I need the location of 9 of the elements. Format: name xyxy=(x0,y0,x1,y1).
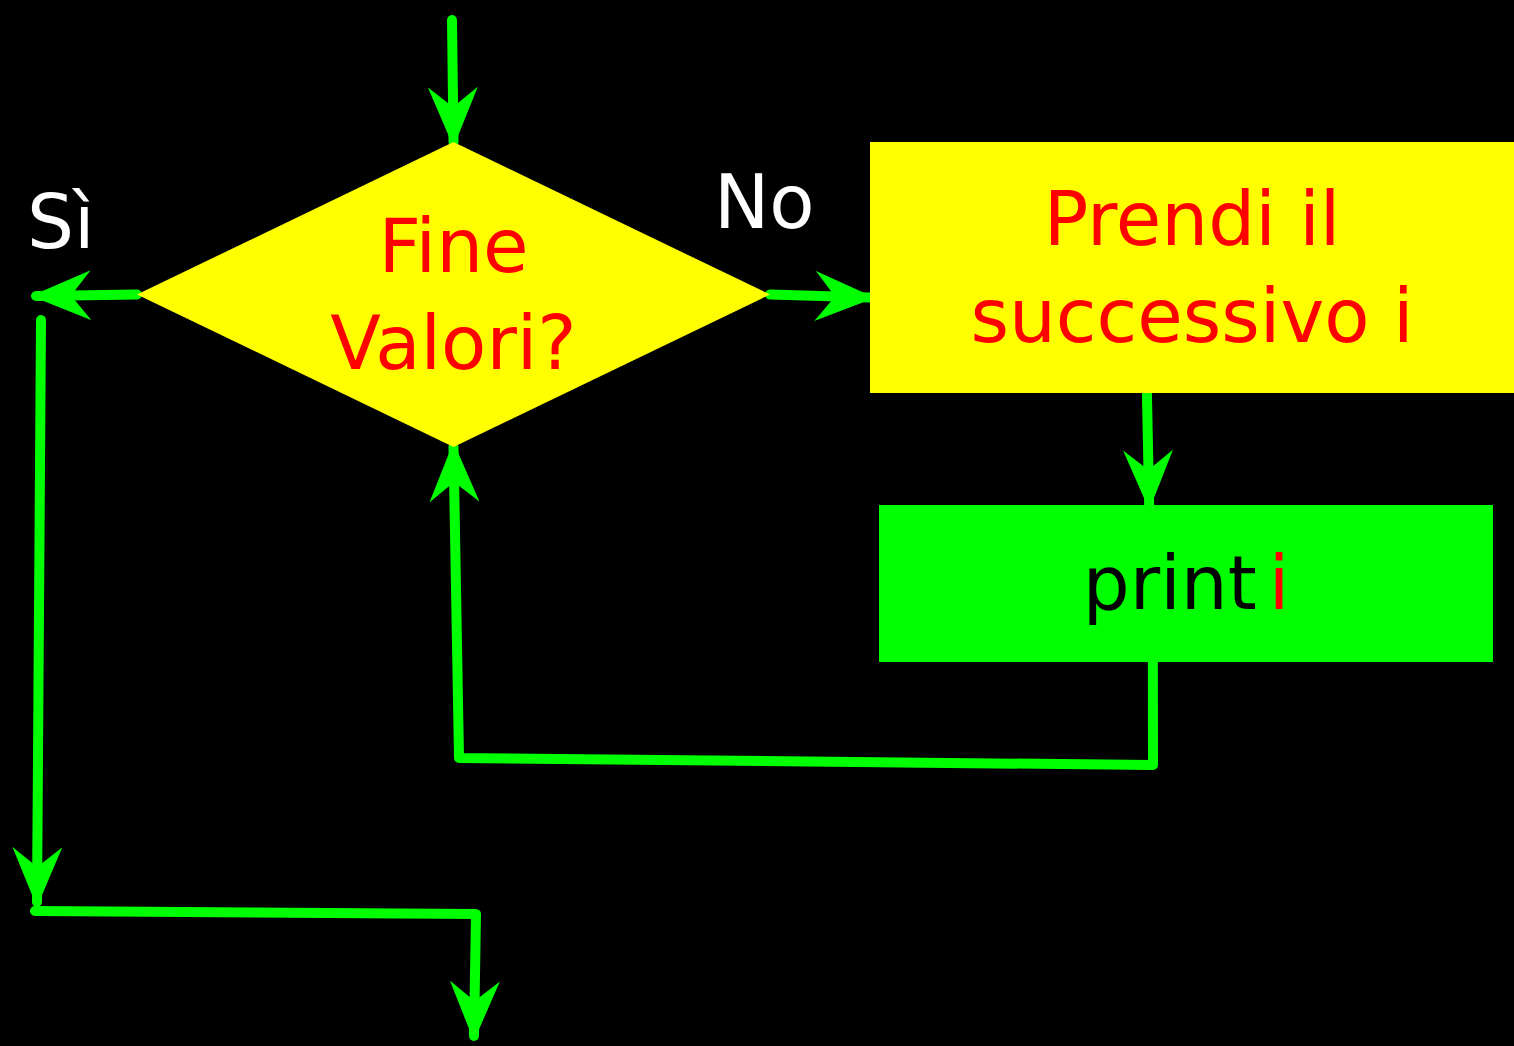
node-label: Fine Valori? xyxy=(329,202,578,388)
arrow xyxy=(429,442,1158,770)
arrow xyxy=(427,15,478,147)
arrow xyxy=(31,270,142,321)
process-box xyxy=(870,142,1514,393)
node-label: Prendi il successivo i xyxy=(969,175,1415,361)
node-label: i xyxy=(1268,539,1290,629)
output-box xyxy=(879,505,1493,662)
node-label: print xyxy=(1082,539,1257,629)
